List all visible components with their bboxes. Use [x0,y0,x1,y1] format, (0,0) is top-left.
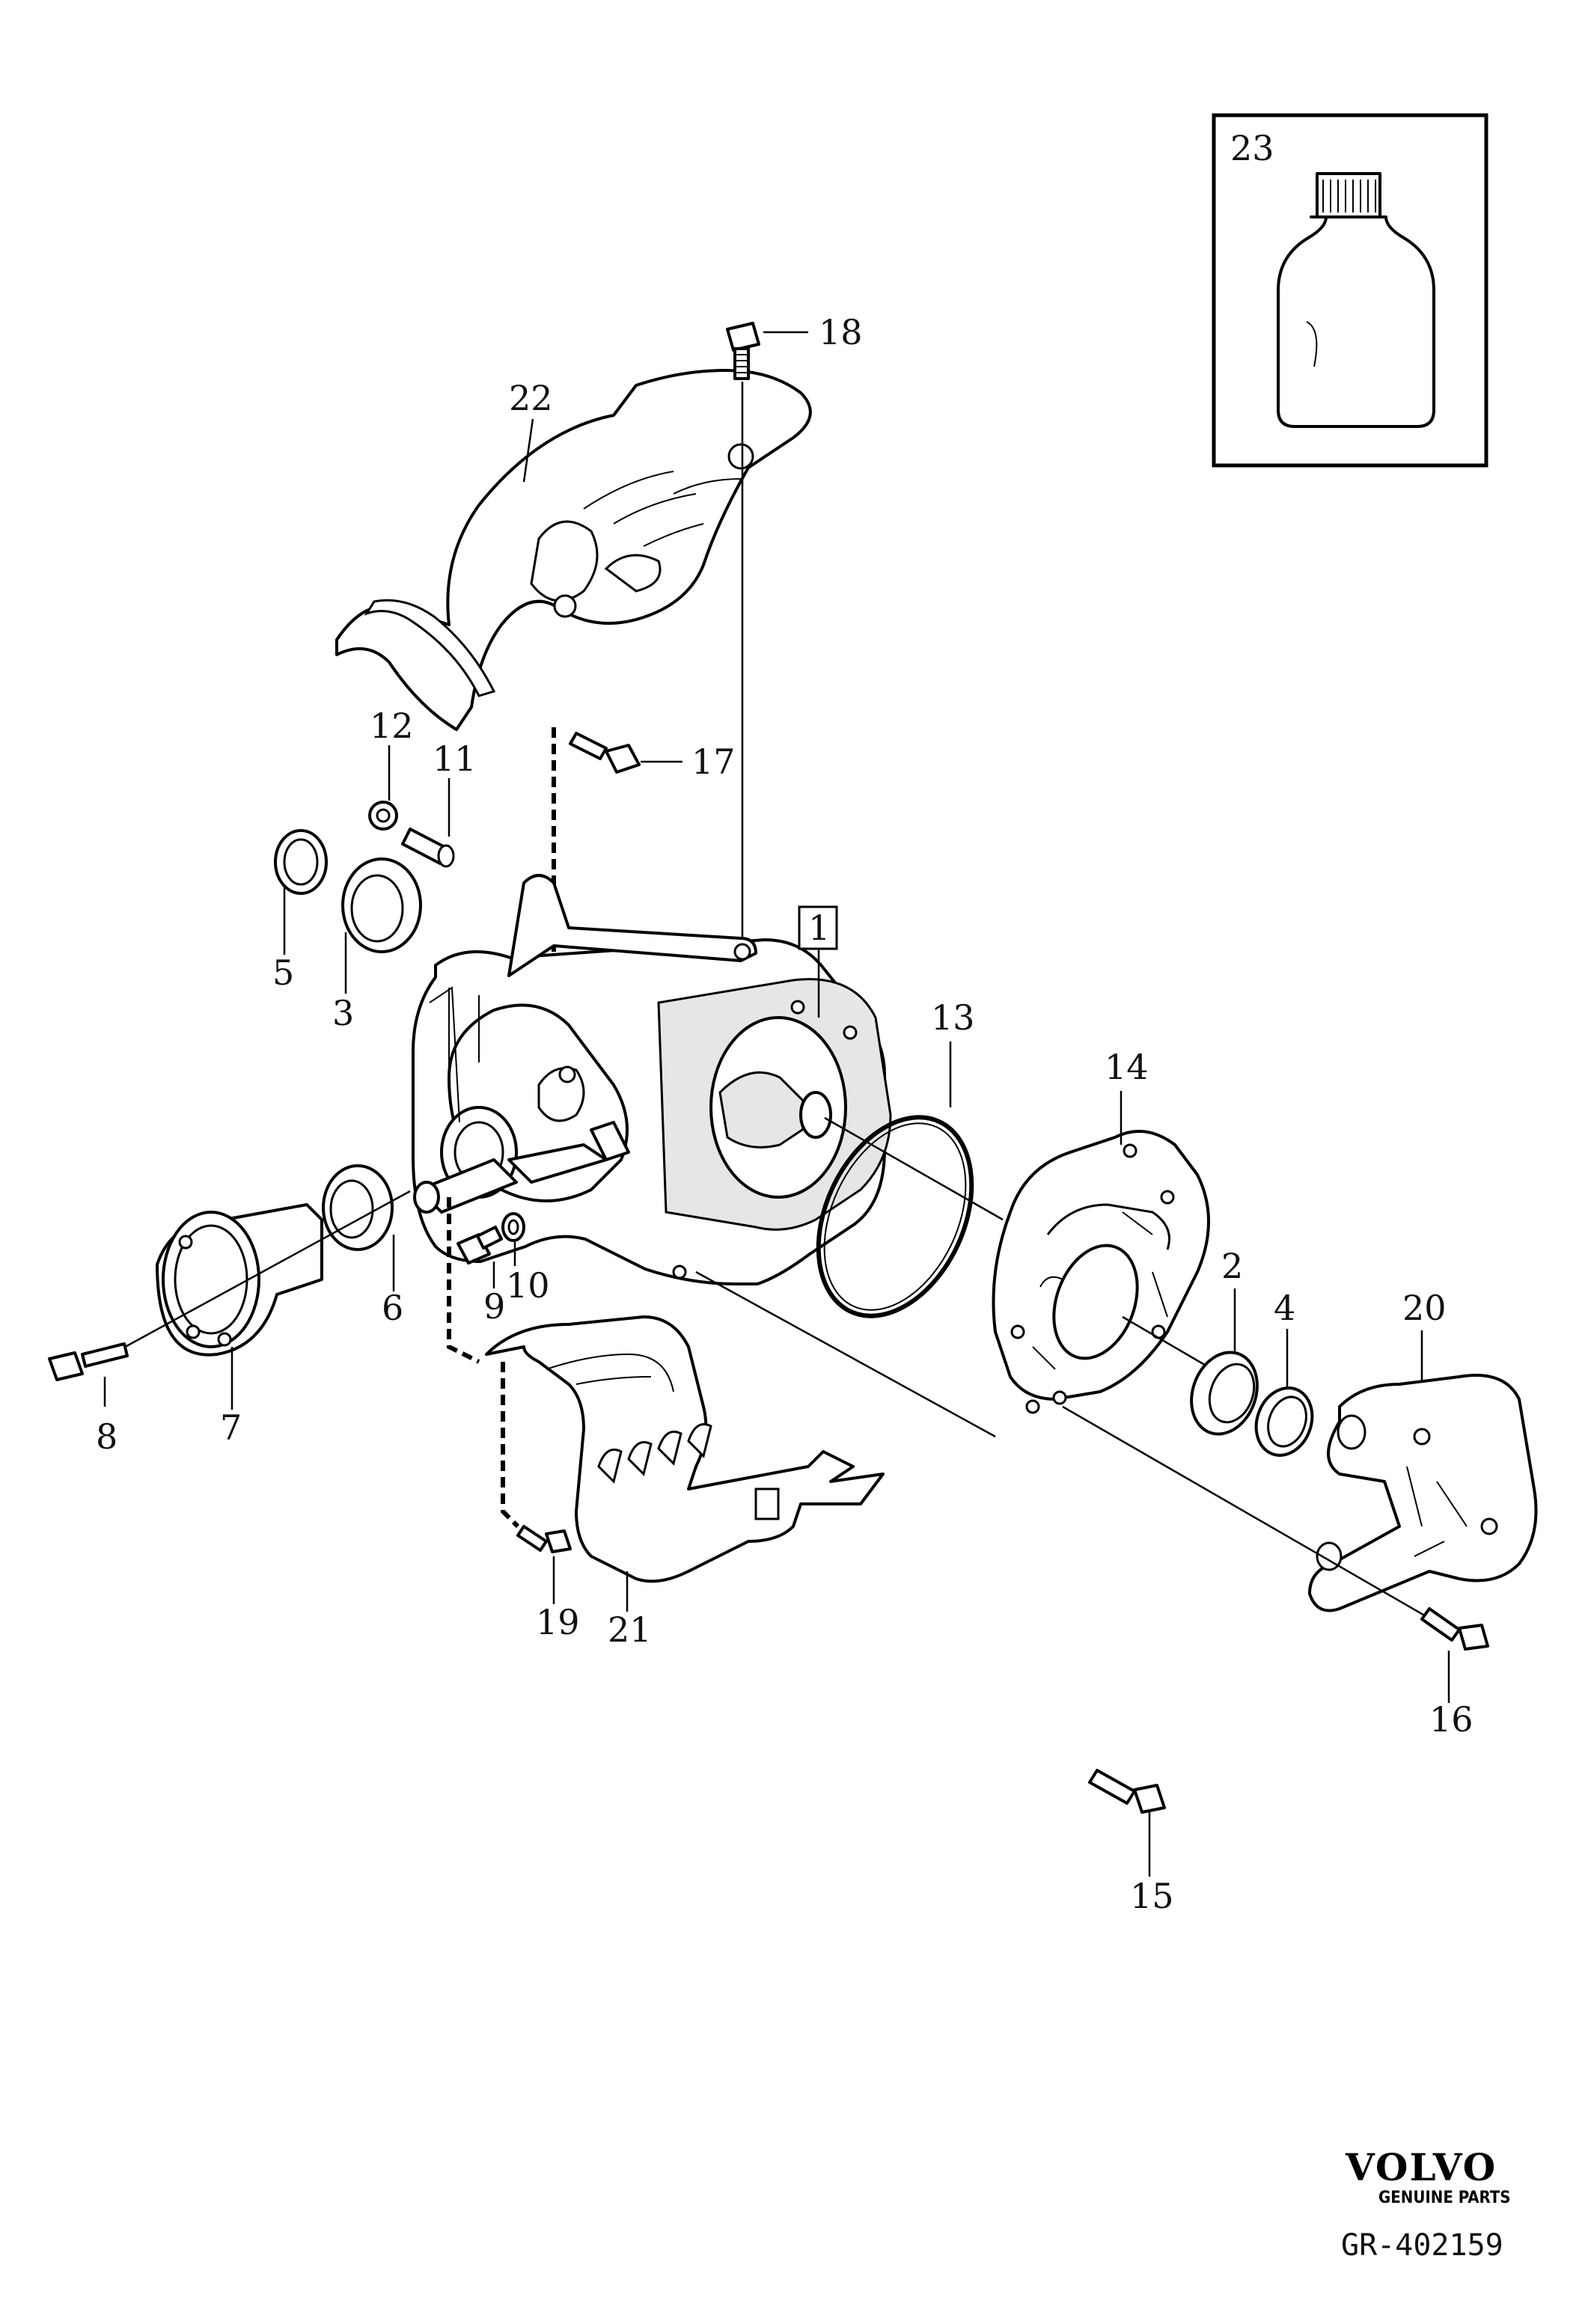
callout-1: 1 [808,908,830,948]
callout-16: 16 [1429,1699,1474,1740]
callout-18: 18 [819,312,863,352]
part-9-plug[interactable] [456,1226,503,1265]
callout-19: 19 [536,1602,580,1642]
part-22-heat-shield[interactable] [335,369,812,731]
callout-2: 2 [1221,1246,1243,1286]
part-7-flange[interactable] [156,1203,323,1357]
callout-9: 9 [483,1286,505,1327]
callout-15: 15 [1130,1876,1174,1916]
callout-5: 5 [272,952,294,993]
part-18-bolt[interactable] [726,322,760,380]
callout-11: 11 [433,739,477,779]
callout-12: 12 [370,706,414,746]
part-8-bolt[interactable] [48,1342,129,1381]
part-17-bolt[interactable] [569,732,641,774]
callout-22: 22 [509,378,553,418]
part-19-bolt[interactable] [516,1525,572,1553]
part-10-washer[interactable] [501,1212,525,1242]
callout-13: 13 [931,997,975,1038]
part-14-cover-plate[interactable] [992,1130,1210,1414]
part-2-seal[interactable] [1180,1343,1268,1443]
part-21-lower-shield[interactable] [485,1315,885,1583]
part-20-bracket[interactable] [1308,1374,1538,1612]
part-4-seal[interactable] [1247,1380,1321,1463]
part-11-stud[interactable] [401,828,455,868]
genuine-parts-label: GENUINE PARTS [1378,2189,1511,2207]
callout-8: 8 [96,1416,117,1457]
part-23-oil-bottle[interactable] [1212,113,1488,468]
part-12-nut[interactable] [368,801,398,831]
callout-20: 20 [1402,1288,1447,1328]
reference-number: GR-402159 [1341,2228,1503,2263]
part-15-bolt[interactable] [1088,1769,1166,1814]
part-16-bolt[interactable] [1420,1607,1489,1651]
callout-10: 10 [506,1265,550,1306]
part-5-seal[interactable] [274,829,328,895]
callout-6: 6 [382,1288,403,1328]
part-13-o-ring[interactable] [788,1092,1001,1341]
callout-23: 23 [1230,128,1274,168]
callout-21: 21 [608,1609,652,1650]
callout-4: 4 [1274,1288,1295,1328]
callout-14: 14 [1105,1047,1149,1087]
part-1-differential-housing[interactable] [412,874,892,1285]
callout-17: 17 [691,741,736,782]
callout-3: 3 [332,993,354,1033]
part-3-seal[interactable] [341,857,422,953]
callout-7: 7 [220,1407,242,1448]
volvo-logo: VOLVO [1345,2145,1497,2189]
